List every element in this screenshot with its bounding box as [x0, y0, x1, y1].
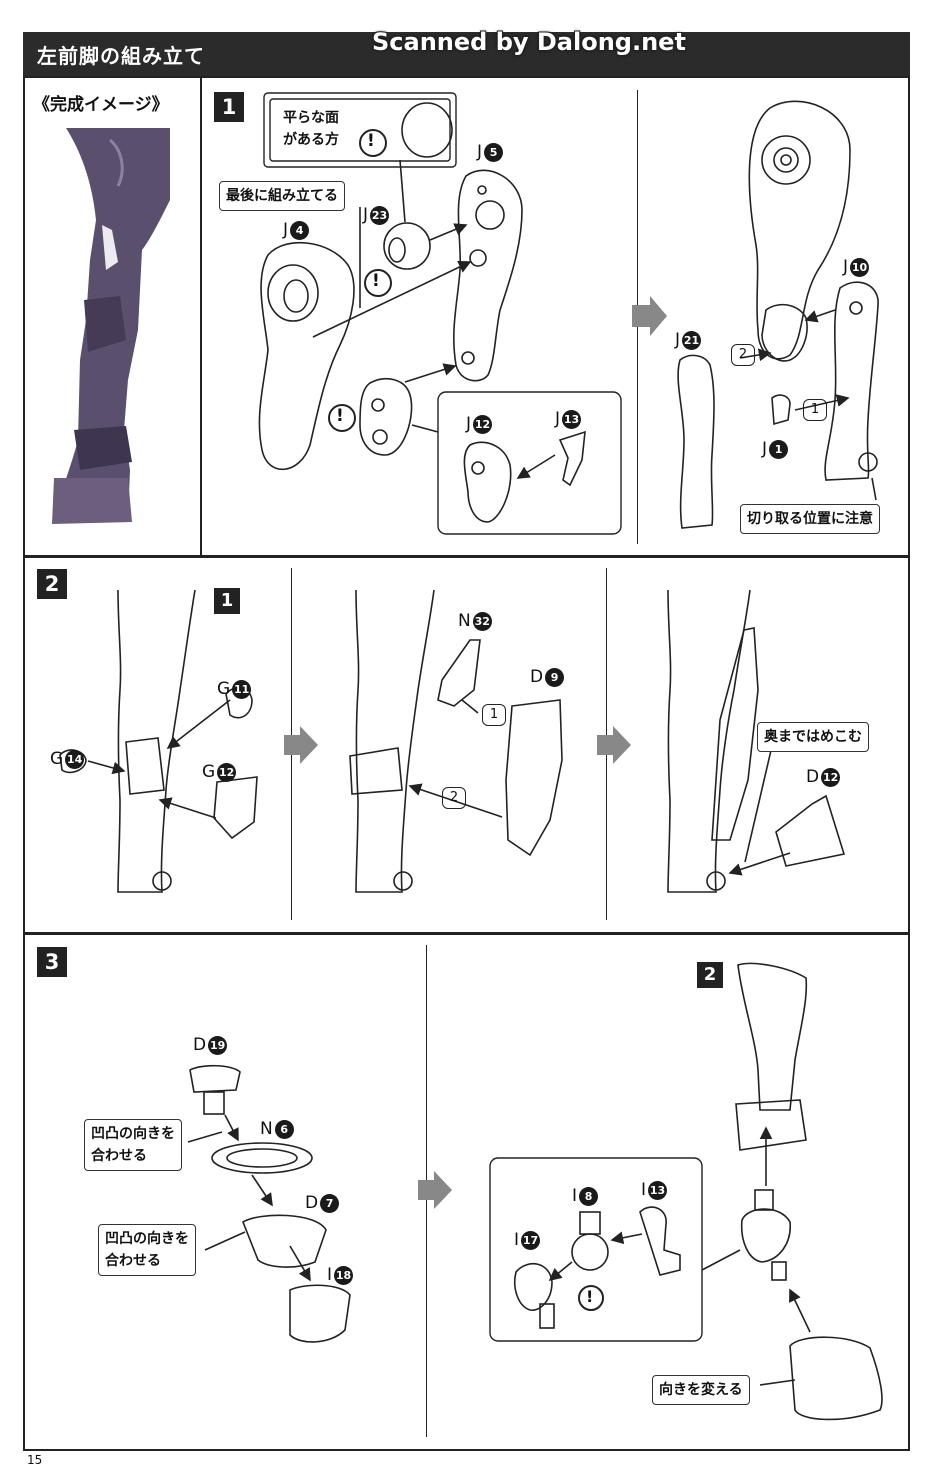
align-note-2-line1: 凹凸の向きを	[105, 1231, 189, 1247]
sequence-marker-s2-2: 2	[442, 787, 466, 809]
step3-illustrations	[187, 962, 883, 1421]
step3-frame	[23, 933, 910, 1451]
caution-glyph-2: !	[372, 271, 380, 291]
step3-badge: 3	[37, 947, 67, 977]
flat-side-line2: がある方	[283, 132, 339, 148]
watermark: Scanned by Dalong.net	[372, 28, 686, 56]
caution-marks	[328, 129, 604, 1311]
preview-label: 《完成イメージ》	[33, 95, 169, 115]
align-note-1-line1: 凹凸の向きを	[91, 1126, 175, 1142]
assemble-last-note: 最後に組み立てる	[219, 181, 345, 211]
cut-position-note: 切り取る位置に注意	[740, 504, 880, 534]
step1-illustration-b	[632, 100, 879, 529]
push-in-note: 奥まではめこむ	[757, 722, 869, 752]
preview-divider	[200, 77, 202, 556]
section-title: 左前脚の組み立て	[37, 44, 205, 68]
caution-glyph-4: !	[586, 1287, 594, 1306]
sequence-marker-1: 1	[803, 399, 827, 421]
step2-badge: 2	[37, 569, 67, 599]
finished-leg-preview	[52, 127, 170, 527]
step1-illustration-a	[258, 92, 622, 535]
step2-illustrations	[59, 589, 846, 893]
flat-side-line1: 平らな面	[283, 110, 339, 126]
step1-badge: 1	[214, 92, 244, 122]
align-note-2: 凹凸の向きを 合わせる	[98, 1224, 196, 1276]
caution-glyph-3: !	[336, 406, 344, 426]
sequence-marker-s2-1: 1	[482, 704, 506, 726]
flat-side-note: 平らな面 がある方	[283, 107, 339, 151]
page-number: 15	[27, 1453, 43, 1467]
align-note-2-line2: 合わせる	[105, 1253, 161, 1269]
step3-ref-badge: 2	[697, 962, 723, 988]
section-header: 左前脚の組み立て	[23, 32, 910, 76]
change-direction-note: 向きを変える	[652, 1375, 750, 1405]
caution-glyph-1: !	[367, 131, 375, 151]
sequence-marker-2: 2	[731, 344, 755, 366]
align-note-1: 凹凸の向きを 合わせる	[84, 1119, 182, 1171]
align-note-1-line2: 合わせる	[91, 1148, 147, 1164]
step2-ref-badge: 1	[214, 588, 240, 614]
